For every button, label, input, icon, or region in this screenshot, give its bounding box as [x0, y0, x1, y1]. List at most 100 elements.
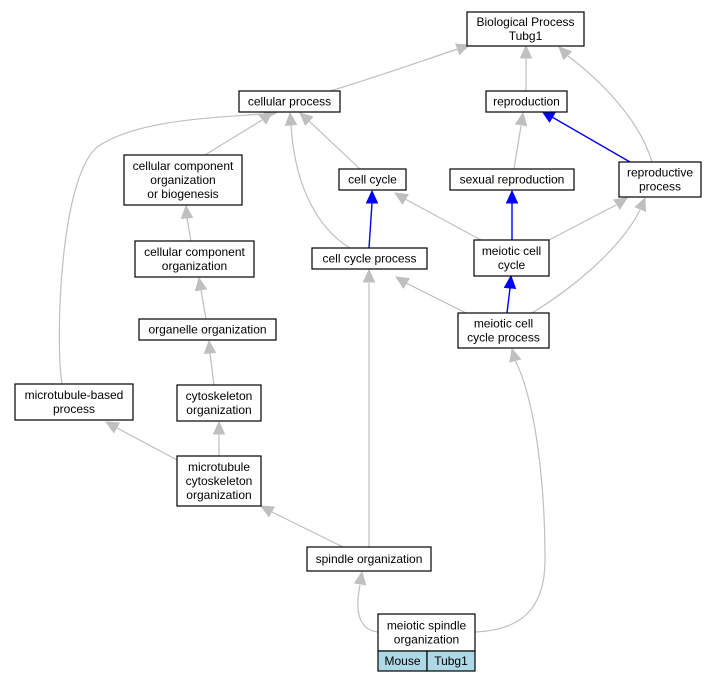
arrowhead [299, 112, 314, 127]
edge-meiotic-ccp-to-reproductive-process [531, 196, 647, 314]
edge-line [551, 116, 631, 163]
edge-mt-cyto-org-to-mt-based [104, 421, 178, 461]
node-box [466, 11, 585, 47]
node-label-line: meiotic spindle [387, 619, 467, 633]
edge-line [513, 125, 522, 170]
node-label-line: cycle [498, 258, 526, 272]
node-label-line: organelle organization [148, 323, 266, 337]
node-box [238, 90, 341, 113]
node-box [338, 168, 407, 191]
node-cell-cycle[interactable]: cell cycle [338, 168, 407, 191]
edge-line [548, 204, 617, 241]
node-label-line: cellular process [248, 95, 331, 109]
node-spindle-org[interactable]: spindle organization [306, 546, 432, 572]
arrowhead [503, 274, 517, 289]
arrowhead [180, 204, 194, 219]
edge-meiotic-ccp-to-cell-cycle-process [394, 276, 467, 314]
node-sexual-reproduction[interactable]: sexual reproduction [449, 168, 575, 191]
arrowhead [634, 196, 647, 212]
node-cell-cycle-process[interactable]: cell cycle process [311, 247, 428, 270]
edge-line [357, 584, 379, 633]
node-box [457, 312, 550, 349]
arrowhead [104, 421, 121, 434]
node-label-line: cell cycle process [322, 252, 416, 266]
node-reproduction[interactable]: reproduction [485, 90, 568, 113]
edge-line [209, 352, 215, 386]
arrowhead [284, 111, 298, 126]
node-label-line: reproductive [627, 166, 693, 180]
node-label-line: cycle process [467, 331, 540, 345]
edge-meiotic-spindle-to-meiotic-ccp [474, 347, 546, 633]
edge-line [116, 427, 178, 461]
edge-line [290, 124, 351, 249]
edge-line [404, 198, 482, 241]
node-box [618, 161, 702, 198]
arrowhead [203, 339, 217, 354]
node-label-line: cellular component [144, 245, 245, 259]
node-box [176, 455, 262, 507]
arrowhead [455, 43, 471, 56]
arrowhead [519, 44, 533, 59]
arrowhead [194, 276, 208, 292]
gene-label: Tubg1 [434, 654, 468, 668]
edge-cco-to-ccob [180, 204, 194, 242]
node-organelle-org[interactable]: organelle organization [138, 318, 277, 341]
edge-line [204, 119, 263, 156]
edge-line [531, 209, 641, 314]
edge-mt-cyto-org-to-cytoskeleton-org [212, 420, 226, 456]
edge-line [368, 202, 373, 249]
edge-meiotic-spindle-to-spindle-org [353, 570, 379, 633]
node-label-line: Biological Process [476, 15, 574, 29]
edges-layer [58, 43, 653, 633]
node-label-line: meiotic cell [482, 244, 541, 258]
edge-meiotic-ccp-to-meiotic-cell-cycle [503, 274, 517, 314]
edge-reproduction-to-root [519, 44, 533, 91]
arrowhead [509, 347, 522, 363]
node-label-line: organization [186, 403, 251, 417]
node-box [449, 168, 575, 191]
node-box [138, 318, 277, 341]
node-box [473, 239, 550, 277]
arrowhead [540, 110, 556, 123]
node-box [306, 546, 432, 572]
node-label-line: cell cycle [348, 173, 397, 187]
node-label-line: or biogenesis [147, 187, 218, 201]
node-label-line: organization [150, 173, 215, 187]
node-cellular-process[interactable]: cellular process [238, 90, 341, 113]
edge-spindle-org-to-mt-cyto-org [259, 505, 344, 548]
edge-reproductive-process-to-reproduction [540, 110, 631, 163]
edge-meiotic-cell-cycle-to-reproductive-process [548, 197, 629, 241]
edge-cell-cycle-to-cellular-process [299, 112, 361, 170]
node-label-line: cytoskeleton [186, 474, 253, 488]
node-box [311, 247, 428, 270]
gene-cell [426, 650, 476, 672]
edge-reproductive-process-to-root [558, 46, 653, 163]
node-label-line: reproduction [493, 95, 560, 109]
node-label-line: meiotic cell [474, 317, 533, 331]
arrowhead [353, 570, 367, 586]
edge-sexual-reproduction-to-reproduction [513, 111, 528, 170]
node-box [134, 240, 255, 278]
edge-meiotic-cell-cycle-to-sexual-reproduction [505, 189, 519, 240]
arrowhead [514, 111, 528, 127]
edge-line [329, 47, 462, 92]
edge-cell-cycle-process-to-cell-cycle [365, 189, 379, 249]
edge-line [58, 113, 263, 385]
arrowhead [613, 197, 629, 211]
edge-ccob-to-cellular-process [204, 111, 273, 156]
edge-line [405, 282, 467, 314]
arrowhead [259, 505, 276, 518]
